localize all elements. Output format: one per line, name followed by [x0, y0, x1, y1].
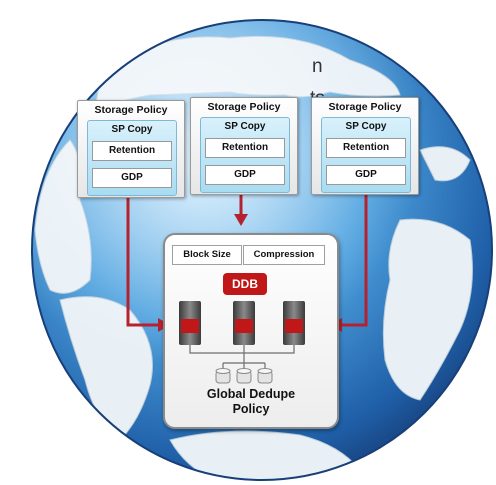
sp-copy-panel: SP Copy Retention GDP [87, 120, 177, 196]
storage-policy-title: Storage Policy [207, 101, 281, 113]
disk-icon [215, 368, 231, 384]
sp-copy-title: SP Copy [345, 121, 387, 132]
global-dedupe-title-line2: Policy [232, 402, 270, 416]
connector-arrows [126, 190, 368, 327]
sp-copy-title: SP Copy [224, 121, 266, 132]
storage-policy-box-3: Storage Policy SP Copy Retention GDP [311, 97, 419, 195]
sp-copy-title: SP Copy [111, 124, 153, 135]
block-size-label: Block Size [172, 245, 242, 265]
retention-label: Retention [326, 138, 406, 158]
gdp-label: GDP [326, 165, 406, 185]
storage-policy-title: Storage Policy [328, 101, 402, 113]
server-icon [233, 301, 255, 345]
gdp-label: GDP [92, 168, 172, 188]
storage-policy-title: Storage Policy [94, 104, 168, 116]
ddb-badge: DDB [223, 273, 267, 295]
retention-label: Retention [205, 138, 285, 158]
global-dedupe-policy-box: Block Size Compression DDB [163, 233, 339, 429]
server-cluster [179, 301, 305, 384]
gdp-label: GDP [205, 165, 285, 185]
cropped-text-line-1: n [312, 56, 323, 77]
storage-policy-box-2: Storage Policy SP Copy Retention GDP [190, 97, 298, 195]
disk-icon [236, 368, 252, 384]
server-icon [179, 301, 201, 345]
disk-icon [257, 368, 273, 384]
global-dedupe-policy-title: Global Dedupe Policy [165, 387, 337, 417]
retention-label: Retention [92, 141, 172, 161]
server-icon [283, 301, 305, 345]
compression-label: Compression [243, 245, 325, 265]
global-dedupe-title-line1: Global Dedupe [206, 387, 296, 401]
storage-policy-box-1: Storage Policy SP Copy Retention GDP [77, 100, 185, 198]
sp-copy-panel: SP Copy Retention GDP [200, 117, 290, 193]
arrow-head-middle [234, 214, 248, 226]
sp-copy-panel: SP Copy Retention GDP [321, 117, 411, 193]
